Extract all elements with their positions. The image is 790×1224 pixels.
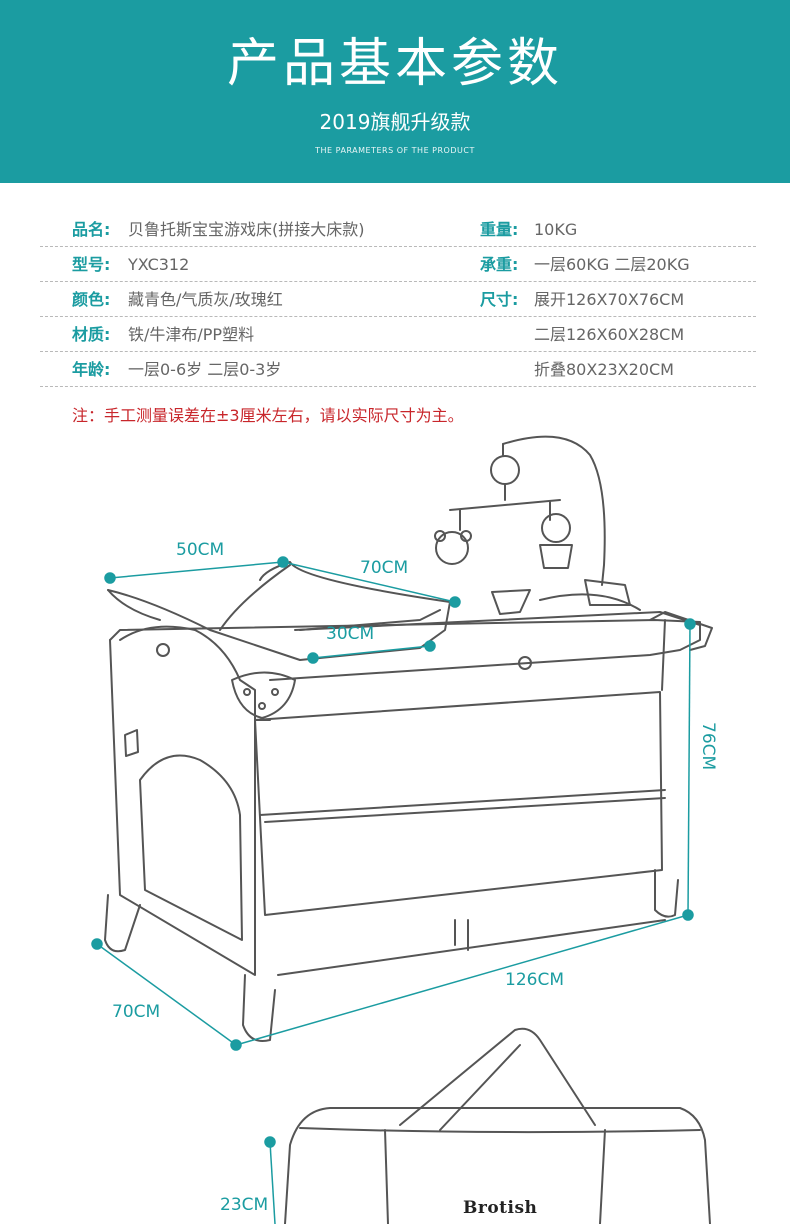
spec-value: YXC312 <box>128 255 190 274</box>
vent-icon <box>156 643 170 657</box>
crib-top-rail <box>109 619 701 681</box>
dim-marker <box>682 909 694 921</box>
dim-marker <box>91 938 103 950</box>
corner-bracket <box>231 671 296 719</box>
spec-value: 折叠80X23X20CM <box>534 360 674 379</box>
dim-label: 76CM <box>698 722 718 771</box>
spec-row: 材质: 铁/牛津布/PP塑料 二层126X60X28CM <box>40 317 756 352</box>
dim-label: 126CM <box>505 970 564 990</box>
side-door <box>139 754 243 941</box>
spec-row: 型号: YXC312 承重: 一层60KG 二层20KG <box>40 247 756 282</box>
crib-head-board <box>119 625 271 721</box>
spec-label: 承重: <box>480 255 519 274</box>
spec-row: 颜色: 藏青色/气质灰/玫瑰红 尺寸: 展开126X70X76CM <box>40 282 756 317</box>
dim-marker <box>264 1136 276 1148</box>
crib-side-panel <box>109 639 256 976</box>
spec-label: 尺寸: <box>480 290 519 309</box>
spec-value: 铁/牛津布/PP塑料 <box>128 325 255 344</box>
bag-handle <box>399 1027 596 1126</box>
spec-value: 二层126X60X28CM <box>534 325 685 344</box>
crib-leg <box>104 894 141 953</box>
spec-value: 一层0-6岁 二层0-3岁 <box>128 360 282 379</box>
spec-label: 重量: <box>480 220 519 239</box>
crib-front-panel <box>254 691 663 916</box>
dim-marker <box>230 1039 242 1051</box>
spec-row: 年龄: 一层0-6岁 二层0-3岁 折叠80X23X20CM <box>40 352 756 387</box>
dim-label: 70CM <box>112 1002 161 1022</box>
spec-label: 颜色: <box>72 290 111 309</box>
dim-marker <box>104 572 116 584</box>
mobile-bar <box>449 499 561 511</box>
spec-value: 一层60KG 二层20KG <box>534 255 690 274</box>
header-banner: 产品基本参数 2019旗舰升级款 THE PARAMETERS OF THE P… <box>0 0 790 183</box>
spec-label: 年龄: <box>72 360 111 379</box>
measurement-note: 注：手工测量误差在±3厘米左右，请以实际尺寸为主。 <box>72 406 464 425</box>
mobile-arm <box>502 435 606 586</box>
dim-marker <box>307 652 319 664</box>
dim-label: 50CM <box>176 540 225 560</box>
page-subtitle-en: THE PARAMETERS OF THE PRODUCT <box>315 146 475 155</box>
dim-marker <box>277 556 289 568</box>
brand-logo: Brotish <box>463 1198 538 1218</box>
dim-label: 30CM <box>326 624 375 644</box>
spec-label: 品名: <box>72 220 111 239</box>
spec-value: 展开126X70X76CM <box>534 290 685 309</box>
crib-leg <box>654 869 679 918</box>
spec-label: 材质: <box>72 325 111 344</box>
spec-label: 型号: <box>72 255 111 274</box>
bear-toy-right-icon <box>541 513 571 543</box>
spec-value: 贝鲁托斯宝宝游戏床(拼接大床款) <box>128 220 365 239</box>
bag-body <box>284 1107 711 1224</box>
dim-label: 70CM <box>360 558 409 578</box>
mobile-ball-icon <box>490 455 520 485</box>
spec-value: 10KG <box>534 220 578 239</box>
page-title: 产品基本参数 <box>226 34 563 94</box>
spec-row: 品名: 贝鲁托斯宝宝游戏床(拼接大床款) 重量: 10KG <box>40 212 756 247</box>
dim-marker <box>684 618 696 630</box>
spec-value: 藏青色/气质灰/玫瑰红 <box>128 290 283 309</box>
dim-marker <box>424 640 436 652</box>
dim-marker <box>449 596 461 608</box>
vent-icon <box>518 656 532 670</box>
page-subtitle: 2019旗舰升级款 <box>319 110 471 134</box>
crib-leg <box>242 974 276 1042</box>
bear-toy-left-icon <box>435 531 469 565</box>
dim-label: 23CM <box>220 1195 269 1215</box>
